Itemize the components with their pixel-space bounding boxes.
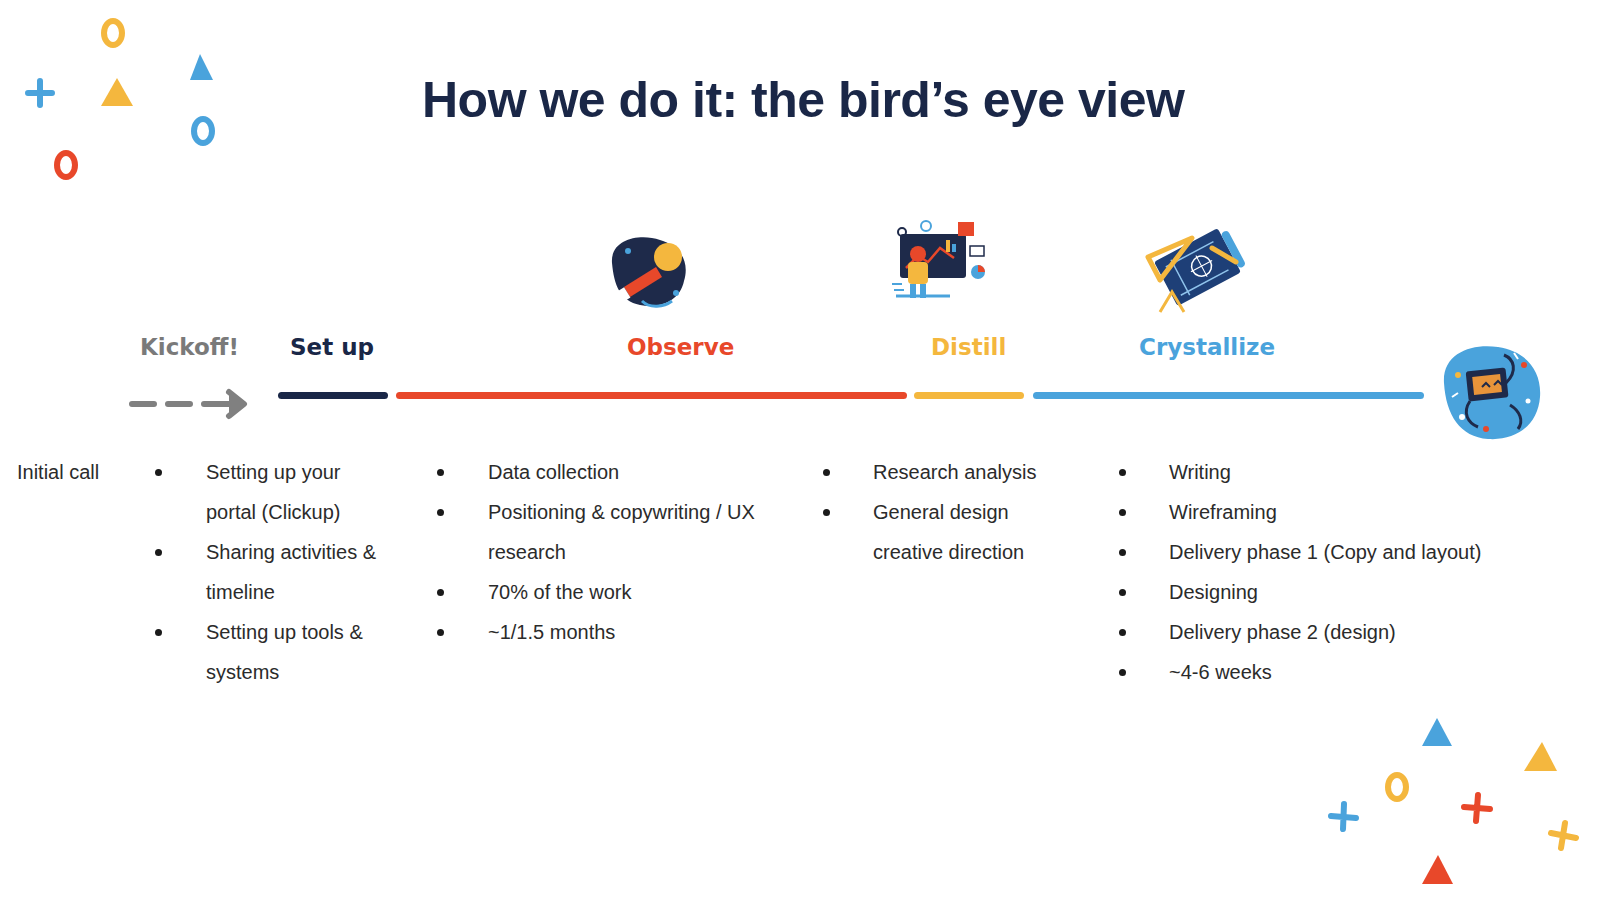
list-item: Initial call [17,452,167,492]
item-text: Research analysis [873,461,1036,483]
item-text: Sharing activities & timeline [206,541,376,603]
page-title: How we do it: the bird’s eye view [422,71,1184,129]
phase-heading: Observe [627,334,734,360]
phase-heading: Crystallize [1139,334,1275,360]
list-item: General design creative direction [873,492,1063,572]
dashed-arrow [132,392,244,416]
decoration [1331,718,1576,884]
list-item: 70% of the work [488,572,768,612]
item-list: Research analysisGeneral design creative… [873,452,1063,572]
list-item: Research analysis [873,452,1063,492]
celebration-illustration [1444,346,1540,439]
phase-heading: Set up [290,334,374,360]
item-text: Initial call [17,461,99,483]
item-text: Setting up your portal (Clickup) [206,461,341,523]
list-item: ~1/1.5 months [488,612,768,652]
list-item: Wireframing [1169,492,1569,532]
bullet-dot [1119,549,1126,556]
phase-bar [278,392,388,399]
bullet-dot [1119,509,1126,516]
phase-band: CrystallizeWritingWireframingDelivery ph… [1033,325,1424,405]
item-text: Data collection [488,461,619,483]
bullet-dot [1119,669,1126,676]
list-item: Delivery phase 1 (Copy and layout) [1169,532,1569,572]
item-text: Delivery phase 1 (Copy and layout) [1169,541,1481,563]
phase-bar [1033,392,1424,399]
bullet-dot [437,469,444,476]
phase-heading: Kickoff! [140,334,239,360]
item-text: 70% of the work [488,581,631,603]
bullet-dot [823,469,830,476]
item-text: General design creative direction [873,501,1024,563]
bullet-dot [823,509,830,516]
list-item: ~4-6 weeks [1169,652,1569,692]
item-text: ~4-6 weeks [1169,661,1272,683]
bullet-dot [1119,469,1126,476]
bullet-dot [155,549,162,556]
list-item: Data collection [488,452,768,492]
list-item: Sharing activities & timeline [206,532,388,612]
item-text: Wireframing [1169,501,1277,523]
phase-band: DistillResearch analysisGeneral design c… [914,325,1024,405]
bullet-dot [1119,629,1126,636]
item-text: Delivery phase 2 (design) [1169,621,1396,643]
bullet-dot [437,509,444,516]
list-item: Positioning & copywriting / UX research [488,492,768,572]
item-text: Designing [1169,581,1258,603]
list-item: Setting up your portal (Clickup) [206,452,388,532]
item-list: Setting up your portal (Clickup) Sharing … [206,452,388,692]
bullet-dot [155,629,162,636]
bullet-dot [1119,589,1126,596]
item-list: Initial call [17,452,167,492]
phase-band: ObserveData collectionPositioning & copy… [396,325,907,405]
phase-bar [914,392,1024,399]
phase-bar [396,392,907,399]
ruler-illustration [1148,238,1236,312]
item-list: WritingWireframingDelivery phase 1 (Copy… [1169,452,1569,692]
phase-band: Set upSetting up your portal (Clickup)Sh… [278,325,388,405]
list-item: Writing [1169,452,1569,492]
decoration [28,21,213,177]
analyst-illustration [892,221,985,298]
phase-heading: Distill [931,334,1006,360]
bullet-dot [437,629,444,636]
bullet-dot [437,589,444,596]
item-list: Data collectionPositioning & copywriting… [488,452,768,652]
bullet-dot [155,469,162,476]
list-item: Setting up tools & systems [206,612,388,692]
list-item: Designing [1169,572,1569,612]
item-text: ~1/1.5 months [488,621,615,643]
list-item: Delivery phase 2 (design) [1169,612,1569,652]
phase-band: Kickoff!Initial call [131,325,250,405]
telescope-illustration [612,237,686,306]
item-text: Positioning & copywriting / UX research [488,501,755,563]
item-text: Writing [1169,461,1231,483]
item-text: Setting up tools & systems [206,621,363,683]
